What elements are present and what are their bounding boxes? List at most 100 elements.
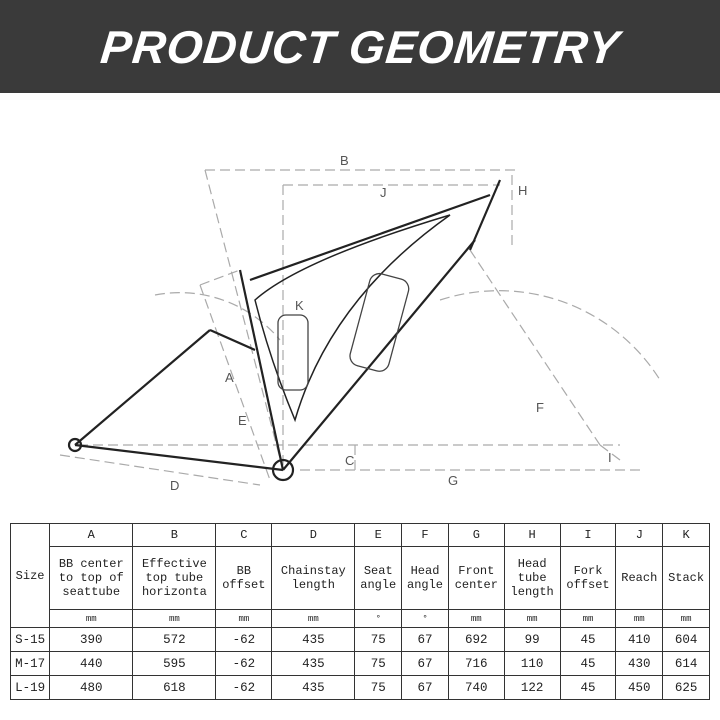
value-cell: 430 — [615, 651, 664, 676]
column-letter: A — [49, 523, 134, 547]
label-d: D — [170, 478, 179, 493]
size-cell: L-19 — [9, 675, 51, 700]
column-label: Reach — [615, 546, 664, 610]
column-label-line: seattube — [62, 585, 121, 599]
label-k: K — [295, 298, 304, 313]
column-label-line: Fork — [573, 564, 603, 578]
column-label-line: BB — [236, 564, 252, 578]
value-cell: 692 — [447, 627, 505, 652]
column-unit: mm — [447, 609, 505, 628]
label-c: C — [345, 453, 354, 468]
label-g: G — [448, 473, 458, 488]
frame-geometry-diagram: B J H K A E C D G F I — [59, 153, 661, 493]
value-cell: 572 — [132, 627, 217, 652]
column-label-line: angle — [407, 578, 444, 592]
value-cell: 480 — [49, 675, 134, 700]
value-cell: 716 — [447, 651, 505, 676]
column-label-line: center — [454, 578, 498, 592]
value-cell: 75 — [354, 675, 403, 700]
value-cell: -62 — [215, 651, 273, 676]
column-letter: J — [615, 523, 664, 547]
value-cell: 440 — [49, 651, 134, 676]
label-j: J — [380, 185, 387, 200]
column-unit: mm — [503, 609, 561, 628]
column-label-line: to top of — [58, 571, 124, 585]
column-label-line: Front — [458, 564, 495, 578]
label-h: H — [518, 183, 527, 198]
column-letter: H — [503, 523, 561, 547]
column-letter: G — [447, 523, 505, 547]
label-f: F — [536, 400, 544, 415]
size-cell: M-17 — [9, 651, 51, 676]
value-cell: 435 — [271, 627, 356, 652]
column-letter: K — [662, 523, 710, 547]
page-title: PRODUCT GEOMETRY — [97, 20, 623, 73]
size-cell: S-15 — [9, 627, 51, 652]
value-cell: 110 — [503, 651, 561, 676]
column-letter: I — [559, 523, 617, 547]
column-letter: E — [354, 523, 403, 547]
value-cell: 67 — [401, 627, 449, 652]
column-letter: F — [401, 523, 449, 547]
value-cell: 45 — [559, 651, 617, 676]
column-unit: mm — [215, 609, 273, 628]
value-cell: 122 — [503, 675, 561, 700]
label-b: B — [340, 153, 349, 168]
column-label-line: tube — [517, 571, 547, 585]
column-letter: B — [132, 523, 217, 547]
label-a: A — [225, 370, 234, 385]
size-header: Size — [9, 523, 51, 628]
column-label-line: offset — [566, 578, 610, 592]
value-cell: 75 — [354, 651, 403, 676]
bike-frame — [67, 179, 502, 482]
value-cell: 67 — [401, 675, 449, 700]
column-label: Stack — [662, 546, 710, 610]
value-cell: 618 — [132, 675, 217, 700]
value-cell: 99 — [503, 627, 561, 652]
column-label-line: horizonta — [141, 585, 207, 599]
column-label-line: Reach — [621, 571, 658, 585]
column-letter: C — [215, 523, 273, 547]
column-label-line: length — [291, 578, 335, 592]
column-unit: mm — [271, 609, 356, 628]
column-letter: D — [271, 523, 356, 547]
value-cell: 45 — [559, 627, 617, 652]
column-unit: ° — [354, 609, 403, 628]
value-cell: 410 — [615, 627, 664, 652]
column-label-line: Effective — [141, 557, 207, 571]
value-cell: 614 — [662, 651, 710, 676]
column-label-line: top tube — [145, 571, 204, 585]
column-unit: mm — [49, 609, 134, 628]
label-e: E — [238, 413, 247, 428]
value-cell: 604 — [662, 627, 710, 652]
column-label-line: angle — [360, 578, 397, 592]
title-banner: PRODUCT GEOMETRY — [0, 0, 720, 93]
value-cell: 435 — [271, 651, 356, 676]
value-cell: 740 — [447, 675, 505, 700]
column-unit: mm — [615, 609, 664, 628]
column-label-line: offset — [222, 578, 266, 592]
column-label-line: length — [510, 585, 554, 599]
value-cell: -62 — [215, 675, 273, 700]
dimension-labels: B J H K A E C D G F I — [170, 153, 612, 493]
column-label-line: BB center — [58, 557, 124, 571]
value-cell: 390 — [49, 627, 134, 652]
value-cell: 67 — [401, 651, 449, 676]
value-cell: 75 — [354, 627, 403, 652]
column-unit: mm — [662, 609, 710, 628]
value-cell: 625 — [662, 675, 710, 700]
column-unit: mm — [559, 609, 617, 628]
